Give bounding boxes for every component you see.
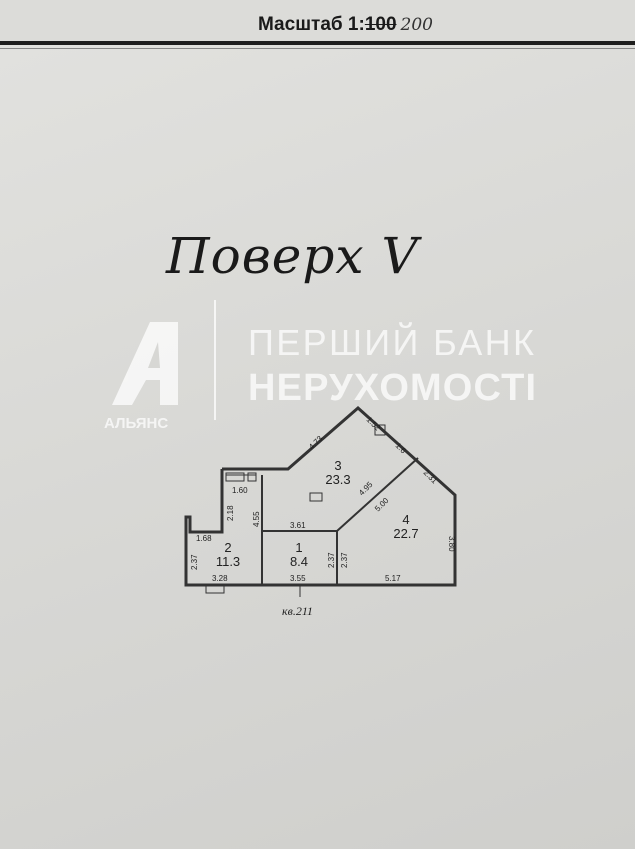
svg-text:2.31: 2.31 <box>422 468 440 486</box>
svg-text:3.55: 3.55 <box>290 574 306 583</box>
header-divider <box>0 41 635 45</box>
room-1-number: 1 <box>295 540 302 555</box>
apartment-label: кв.211 <box>282 604 313 618</box>
room-labels: 1 8.4 2 11.3 3 23.3 4 22.7 <box>216 458 419 569</box>
watermark-line1: ПЕРШИЙ БАНК <box>248 321 534 363</box>
svg-text:3.80: 3.80 <box>447 536 456 552</box>
watermark-line2: НЕРУХОМОСТІ <box>248 367 536 409</box>
room-4-area: 22.7 <box>393 526 418 541</box>
svg-text:1.52: 1.52 <box>365 415 383 433</box>
room-1-area: 8.4 <box>290 554 308 569</box>
walls <box>184 405 457 597</box>
svg-text:2.37: 2.37 <box>340 552 349 568</box>
svg-text:4.55: 4.55 <box>252 511 261 527</box>
svg-text:3.61: 3.61 <box>290 521 306 530</box>
header-divider-thin <box>0 48 635 49</box>
room-2-area: 11.3 <box>216 554 240 569</box>
svg-text:3.28: 3.28 <box>212 574 228 583</box>
svg-text:2.37: 2.37 <box>327 552 336 568</box>
svg-text:1.68: 1.68 <box>196 534 212 543</box>
watermark-logo-icon <box>112 322 178 405</box>
room-3-area: 23.3 <box>325 472 350 487</box>
header-band <box>0 0 635 42</box>
floor-title: Поверх V <box>166 227 419 285</box>
scale-handwritten-value: 200 <box>400 15 433 35</box>
svg-text:5.17: 5.17 <box>385 574 401 583</box>
scale-text: Масштаб 1: <box>258 14 365 35</box>
scale-struck-value: 100 <box>364 14 397 35</box>
svg-text:2.18: 2.18 <box>226 505 235 521</box>
svg-text:1.60: 1.60 <box>232 486 248 495</box>
room-4-number: 4 <box>402 512 409 527</box>
svg-text:2.37: 2.37 <box>190 554 199 570</box>
watermark-logo-text: АЛЬЯНС <box>104 415 168 432</box>
svg-text:5.00: 5.00 <box>373 496 391 514</box>
svg-text:4.73: 4.73 <box>307 434 325 452</box>
svg-text:4.95: 4.95 <box>357 480 375 498</box>
watermark: АЛЬЯНС ПЕРШИЙ БАНК НЕРУХОМОСТІ <box>104 300 536 432</box>
room-3-number: 3 <box>334 458 341 473</box>
room-2-number: 2 <box>224 540 231 555</box>
